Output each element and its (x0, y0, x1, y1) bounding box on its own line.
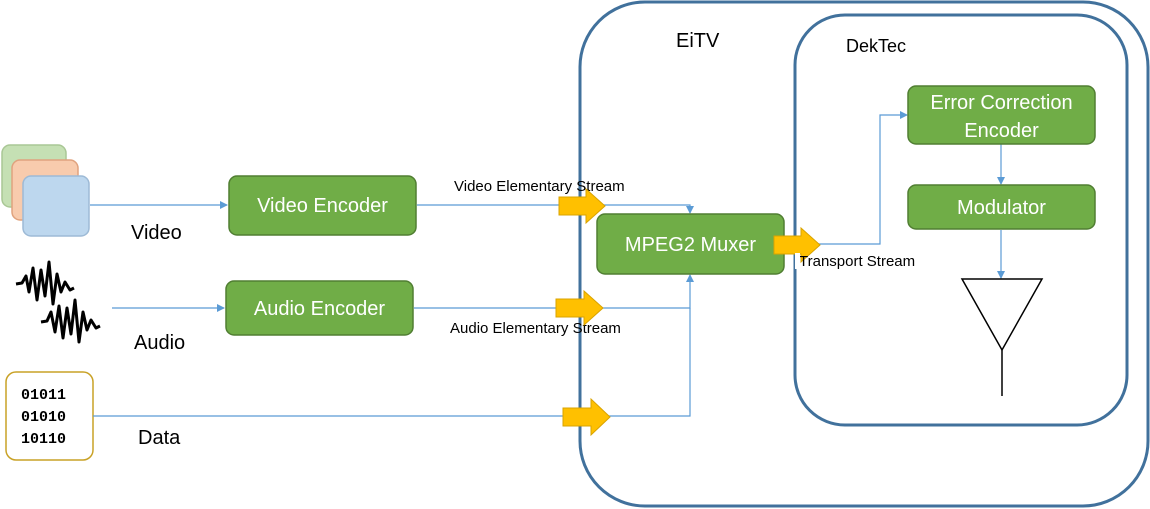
transport-stream-block-arrow-icon (773, 226, 821, 264)
data-source-label: Data (138, 427, 181, 449)
svg-text:Encoder: Encoder (964, 120, 1039, 142)
antenna-icon (960, 278, 1044, 396)
svg-text:10110: 10110 (21, 431, 66, 448)
audio-source-label: Audio (134, 332, 185, 354)
label-mask (795, 253, 800, 269)
video-source-label: Video (131, 222, 182, 244)
binary-data-icon: 01011 01010 10110 (5, 371, 94, 461)
waveform-icon (15, 260, 101, 344)
svg-text:01011: 01011 (21, 387, 66, 404)
video-stream-label: Video Elementary Stream (454, 178, 625, 195)
data-stream-block-arrow-icon (562, 397, 611, 437)
svg-text:01010: 01010 (21, 409, 66, 426)
svg-text:Error Correction: Error Correction (930, 92, 1072, 114)
svg-text:Modulator: Modulator (957, 197, 1046, 219)
eitv-container (578, 0, 1150, 508)
video-encoder-block: Video Encoder (228, 175, 417, 236)
dektec-container (793, 13, 1129, 427)
audio-stream-block-arrow-icon (555, 289, 604, 327)
transport-stream-label: Transport Stream (799, 253, 915, 270)
dektec-label: DekTec (846, 36, 906, 56)
svg-text:Audio Encoder: Audio Encoder (254, 298, 386, 320)
connector-lines (90, 111, 1005, 417)
audio-encoder-block: Audio Encoder (225, 280, 414, 336)
audio-stream-label: Audio Elementary Stream (450, 320, 621, 337)
stacked-frames-icon (1, 144, 90, 237)
mpeg2-muxer-block: MPEG2 Muxer (596, 213, 785, 275)
svg-text:Video Encoder: Video Encoder (257, 195, 388, 217)
eitv-label: EiTV (676, 30, 720, 52)
modulator-block: Modulator (907, 184, 1096, 230)
error-correction-encoder-block: Error Correction Encoder (907, 85, 1096, 145)
video-stream-block-arrow-icon (558, 187, 606, 225)
svg-text:MPEG2 Muxer: MPEG2 Muxer (625, 234, 756, 256)
